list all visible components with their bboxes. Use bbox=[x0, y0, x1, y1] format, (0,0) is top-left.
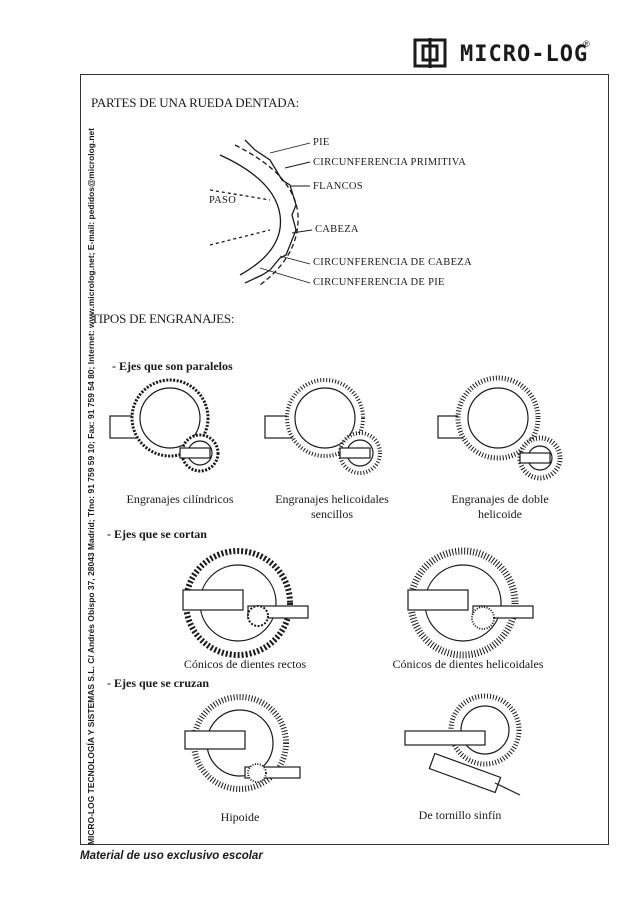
label-pie: PIE bbox=[313, 137, 330, 148]
gear-illustration-doble-helicoide bbox=[437, 375, 563, 481]
heading-cortan: - Ejes que se cortan bbox=[107, 527, 207, 541]
label-paso: PASO bbox=[209, 195, 237, 206]
heading-paralelos: - Ejes que son paralelos bbox=[112, 359, 233, 373]
heading-cruzan: - Ejes que se cruzan bbox=[107, 676, 209, 690]
leader-lines bbox=[259, 142, 313, 284]
company-info-vertical: MICRO-LOG TECNOLOGÍA Y SISTEMAS S.L. C/ … bbox=[86, 127, 96, 845]
label-circ-pie: CIRCUNFERENCIA DE PIE bbox=[313, 277, 445, 288]
page-frame bbox=[80, 74, 609, 845]
label-circ-primitiva: CIRCUNFERENCIA PRIMITIVA bbox=[313, 157, 467, 168]
section-title-tipos: TIPOS DE ENGRANAJES: bbox=[91, 311, 235, 326]
label-cabeza: CABEZA bbox=[315, 224, 359, 235]
logo-text: MICRO-LOG bbox=[460, 42, 589, 67]
caption-conicos-helicoidales: Cónicos de dientes helicoidales bbox=[392, 657, 544, 671]
caption-helicoidales: Engranajes helicoidales sencillos bbox=[275, 492, 389, 521]
gear-parts-diagram bbox=[209, 139, 299, 286]
microlog-logo-icon bbox=[413, 38, 447, 68]
footer-note: Material de uso exclusivo escolar bbox=[80, 850, 263, 862]
caption-hipoide: Hipoide bbox=[220, 810, 260, 824]
gear-illustration-conicos-rectos bbox=[182, 548, 309, 658]
gear-illustration-cilindricos bbox=[109, 378, 220, 473]
caption-doble-helicoide: Engranajes de doble helicoide bbox=[451, 492, 549, 521]
gear-illustration-conicos-helicoidales bbox=[407, 547, 534, 659]
label-flancos: FLANCOS bbox=[313, 181, 363, 192]
caption-conicos-rectos: Cónicos de dientes rectos bbox=[183, 657, 307, 671]
caption-cilindricos: Engranajes cilíndricos bbox=[126, 492, 234, 506]
label-circ-cabeza: CIRCUNFERENCIA DE CABEZA bbox=[313, 257, 472, 268]
gear-illustration-hipoide bbox=[184, 694, 301, 792]
section-title-partes: PARTES DE UNA RUEDA DENTADA: bbox=[91, 95, 300, 110]
gear-illustration-helicoidales bbox=[264, 378, 382, 475]
caption-tornillo-sinfin: De tornillo sinfín bbox=[418, 808, 502, 822]
registered-mark: ® bbox=[583, 39, 590, 49]
gear-illustration-tornillo-sinfin bbox=[404, 693, 522, 796]
